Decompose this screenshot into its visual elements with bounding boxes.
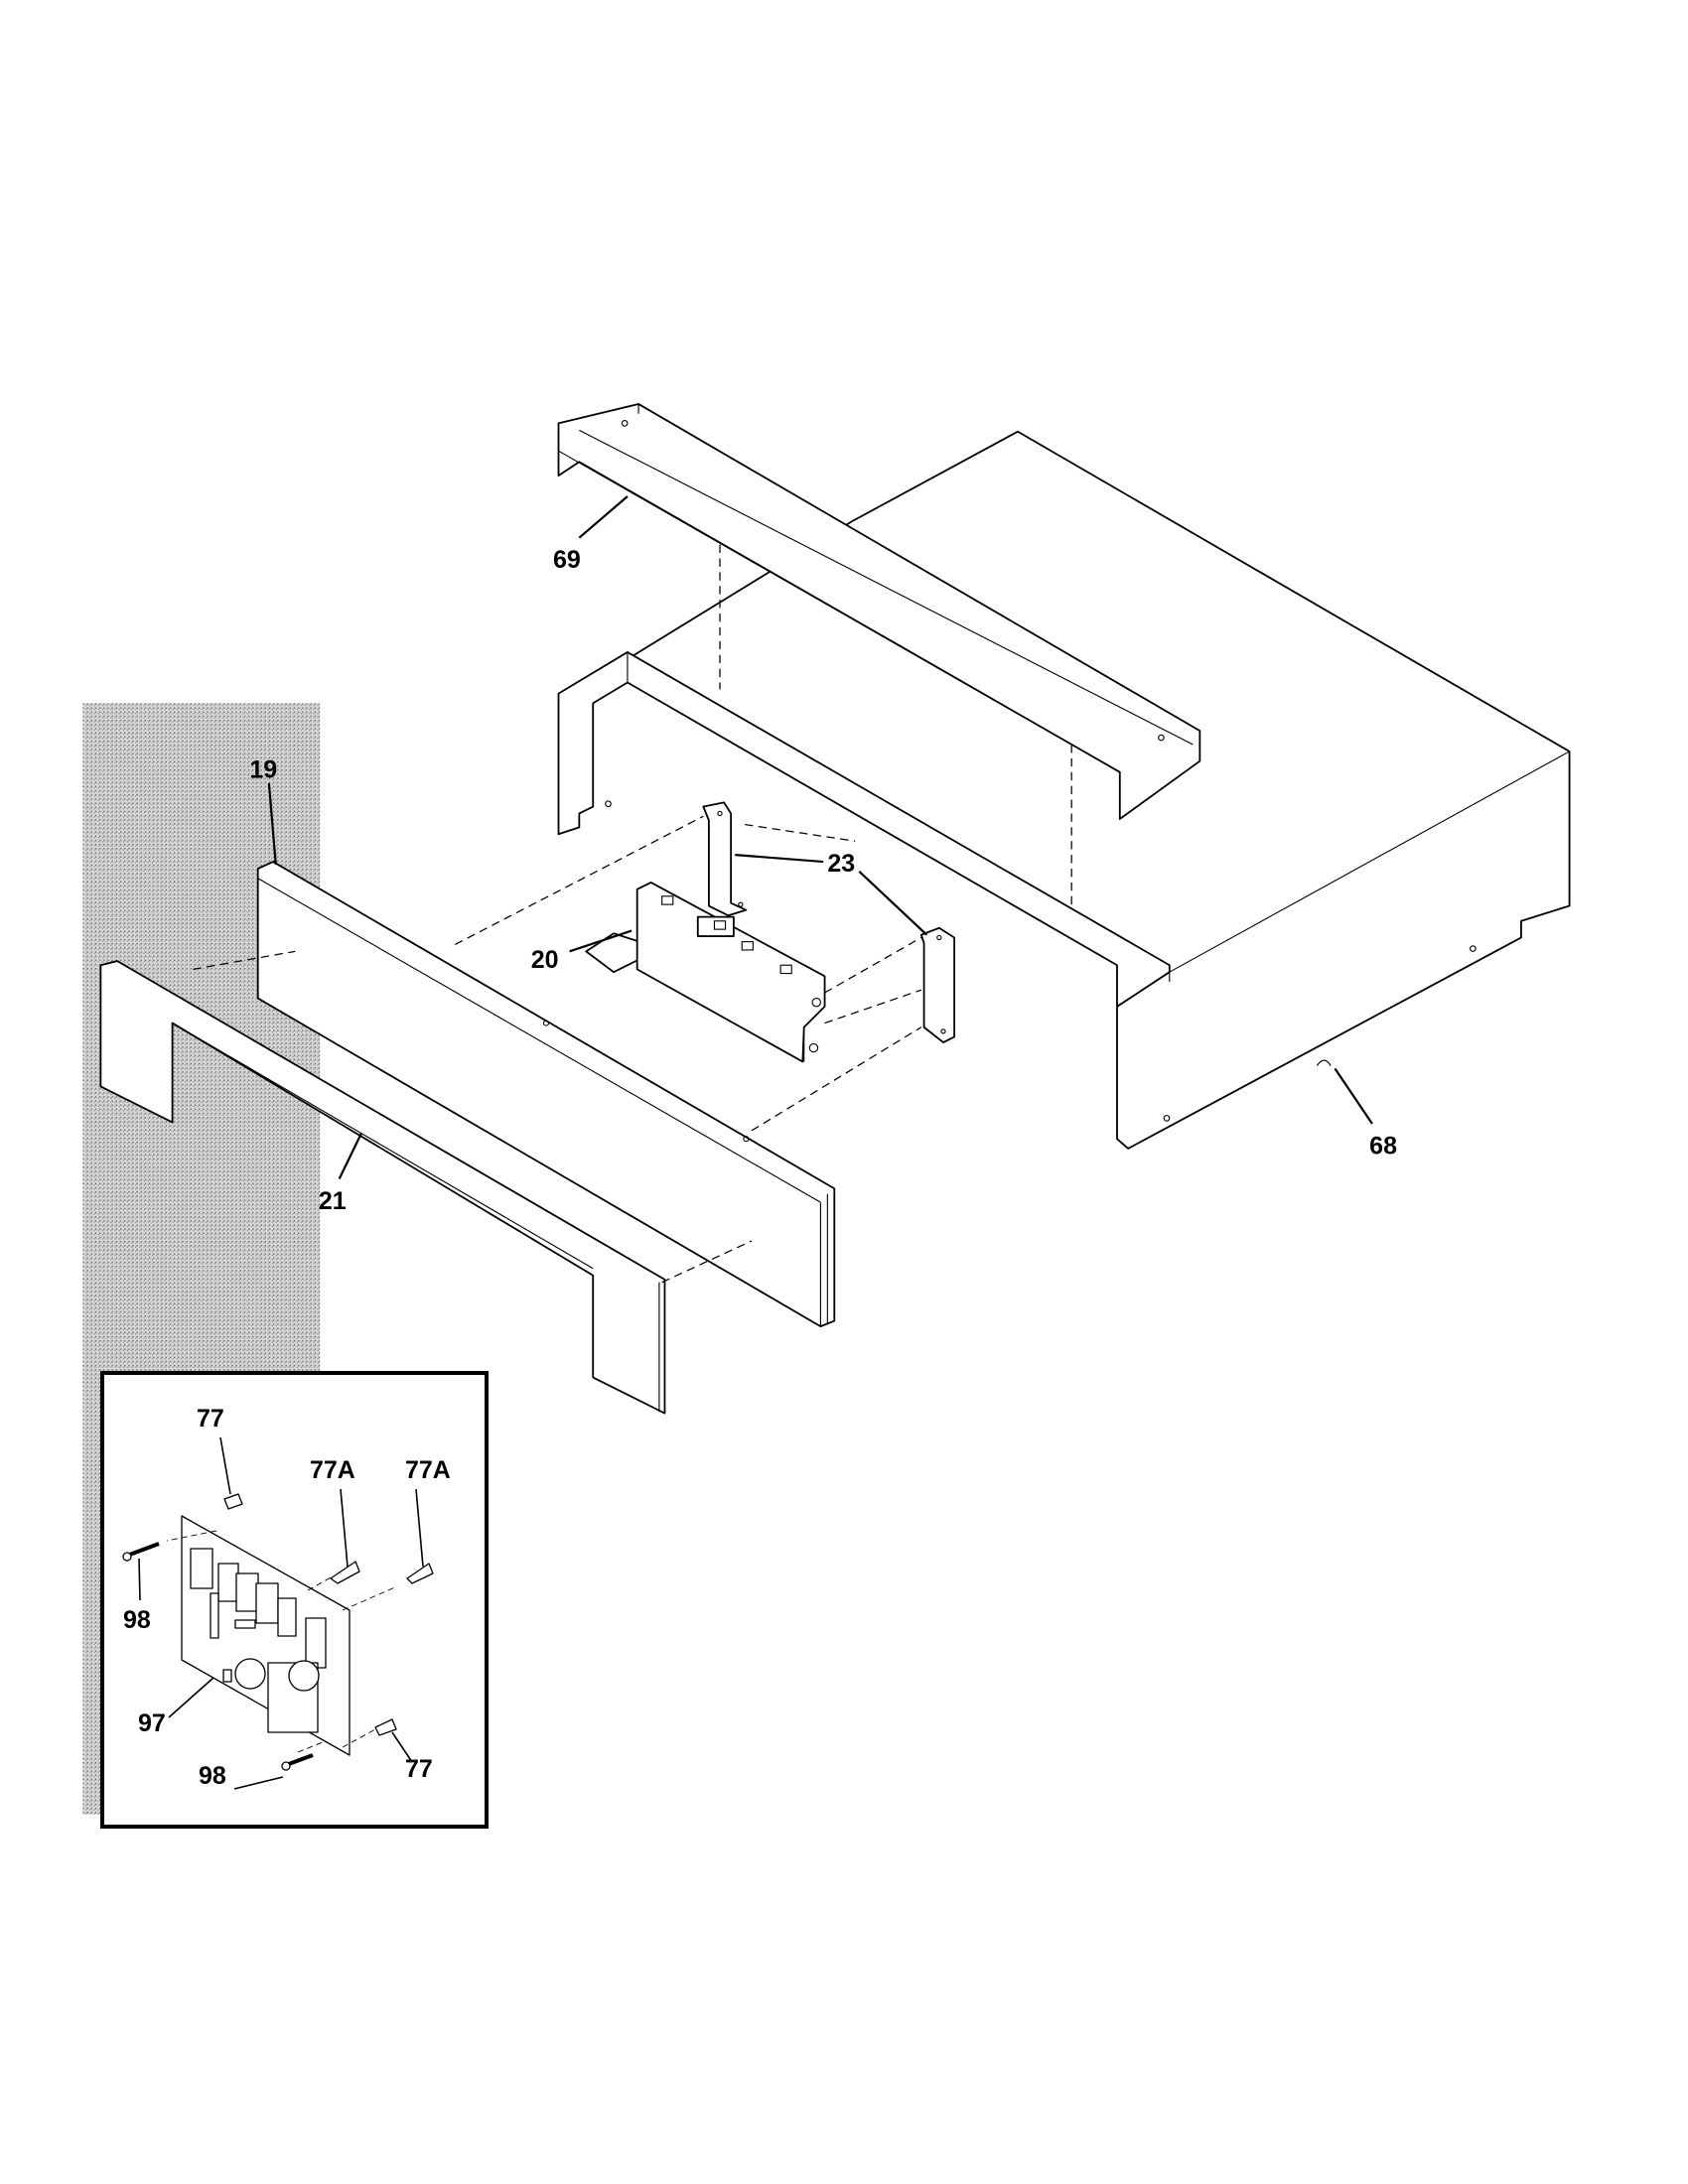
callout-77a-right: 77A [405,1456,451,1484]
callout-21: 21 [319,1187,347,1215]
callout-77a-left: 77A [310,1456,355,1484]
callout-98-top: 98 [123,1606,151,1634]
callout-68: 68 [1369,1133,1397,1160]
part-69-channel [557,403,1201,820]
callout-23: 23 [827,850,855,878]
part-68-left-sheet [557,651,1171,1008]
part-23-bracket-lower [919,926,956,1043]
part-21-trim [99,960,666,1415]
callout-77-top: 77 [197,1405,224,1433]
inset-pcb-detail: 77 77A 77A 98 97 98 77 [100,1371,489,1829]
callout-97: 97 [138,1709,166,1737]
part-20-control-board [635,881,826,1063]
part-23-bracket-upper [702,801,748,917]
callout-19: 19 [249,755,277,783]
callout-69: 69 [553,546,581,574]
part-19-panel [256,861,836,1328]
callout-98-bottom: 98 [199,1762,226,1790]
callout-20: 20 [531,946,559,974]
callout-77-bottom: 77 [405,1755,433,1783]
